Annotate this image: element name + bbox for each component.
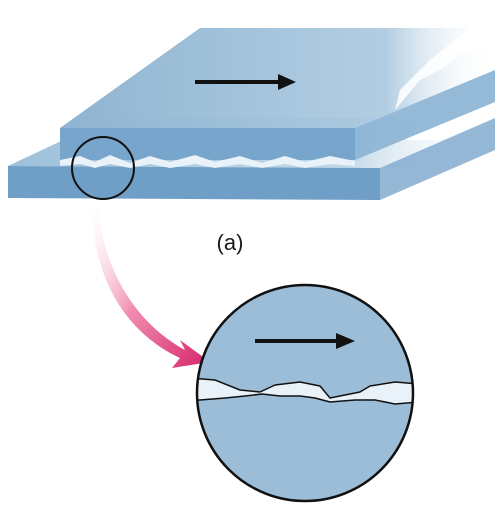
zoom-view (195, 283, 415, 503)
right-arrow-icon (195, 74, 296, 90)
upper-block (60, 28, 495, 160)
upper-block-torn-edge (395, 28, 495, 110)
lower-block-front (8, 166, 380, 200)
magnifier-circle-icon (71, 136, 135, 200)
upper-block-front (60, 128, 355, 160)
panel-label: (a) (216, 230, 244, 255)
upper-block-side (355, 70, 495, 160)
curved-callout-arrow-icon (92, 200, 210, 368)
zoom-right-arrow-icon (255, 333, 355, 349)
upper-block-top (60, 28, 495, 128)
zoom-contact-gap (197, 377, 413, 405)
lower-block-side (380, 118, 495, 200)
